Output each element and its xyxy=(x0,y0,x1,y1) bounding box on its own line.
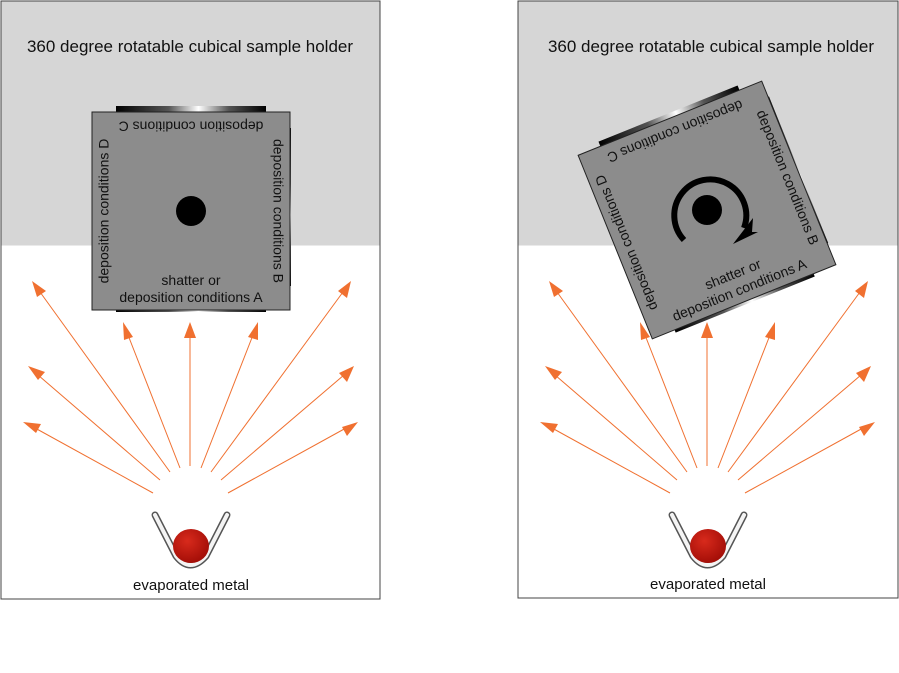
vapor-arrow xyxy=(28,366,161,481)
vapor-arrow xyxy=(123,322,181,469)
vapor-arrow xyxy=(549,281,688,473)
vapor-arrow xyxy=(727,281,868,473)
metal-icon xyxy=(173,529,209,563)
vapor-arrow xyxy=(210,281,351,473)
crucible-icon xyxy=(151,511,231,569)
vapor-arrow xyxy=(701,322,713,466)
vapor-arrow xyxy=(227,422,358,494)
source-label: evaporated metal xyxy=(133,577,249,594)
vapor-arrow xyxy=(737,366,871,481)
sample-strip-top xyxy=(116,106,266,112)
vapor-arrow xyxy=(23,422,154,494)
face-label-bottom-line1: shatter or xyxy=(161,272,220,288)
panel-title: 360 degree rotatable cubical sample hold… xyxy=(548,37,874,56)
vapor-arrow xyxy=(540,422,671,494)
face-label-left: deposition conditions D xyxy=(96,139,112,284)
vapor-arrow xyxy=(32,281,171,473)
vapor-arrow xyxy=(184,322,196,466)
face-label-right: deposition conditions B xyxy=(270,139,286,283)
panel-title: 360 degree rotatable cubical sample hold… xyxy=(27,37,353,56)
vapor-arrow xyxy=(545,366,678,481)
sample-cube: deposition conditions C deposition condi… xyxy=(91,106,291,312)
metal-icon xyxy=(690,529,726,563)
vapor-arrow xyxy=(640,322,698,469)
vapor-arrow xyxy=(744,422,875,494)
pivot-icon xyxy=(692,195,722,225)
vapor-arrow xyxy=(717,322,775,469)
vapor-arrow xyxy=(200,322,258,469)
panel-left: 360 degree rotatable cubical sample hold… xyxy=(0,0,381,600)
pivot-icon xyxy=(176,196,206,226)
panel-right: 360 degree rotatable cubical sample hold… xyxy=(517,0,899,599)
vapor-arrow xyxy=(220,366,354,481)
crucible-icon xyxy=(668,511,748,569)
vapor-arrows xyxy=(23,281,358,494)
rotation-arrow-icon xyxy=(671,176,758,244)
vapor-arrows xyxy=(540,281,875,494)
sample-strip-top xyxy=(598,85,740,148)
face-label-bottom-line2: deposition conditions A xyxy=(119,289,263,305)
face-label-top: deposition conditions C xyxy=(119,118,264,134)
source-label: evaporated metal xyxy=(650,576,766,593)
